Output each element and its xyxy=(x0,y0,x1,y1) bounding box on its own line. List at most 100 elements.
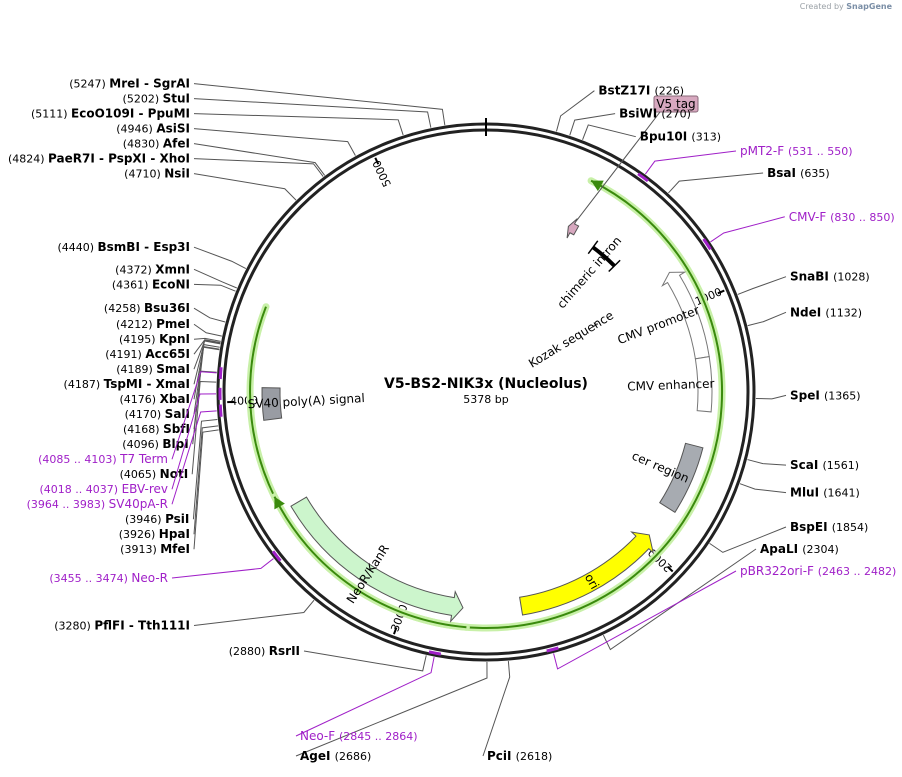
primer-ebv-rev[interactable]: (4018 .. 4037) EBV-rev xyxy=(40,387,222,496)
site-name: PmeI xyxy=(156,317,190,331)
site-kpni[interactable]: (4195) KpnI xyxy=(119,332,221,346)
site-name: BlpI xyxy=(162,437,188,451)
leader-line xyxy=(193,337,221,342)
site-pmei[interactable]: (4212) PmeI xyxy=(116,317,222,337)
primer-binding-mark xyxy=(218,367,223,380)
site-afei[interactable]: (4830) AfeI xyxy=(123,137,326,176)
annotation-label: PciI (2618) xyxy=(487,749,552,763)
site-rsrii[interactable]: (2880) RsrII xyxy=(229,644,427,672)
site-name: EcoNI xyxy=(152,277,190,291)
leader-line xyxy=(193,143,326,176)
leader-line xyxy=(193,340,221,385)
site-position: (4189) xyxy=(116,363,156,376)
site-spei[interactable]: SpeI (1365) xyxy=(755,388,861,402)
feature-kozak-sequence[interactable]: Kozak sequence xyxy=(526,308,616,370)
primer-pmt2-f[interactable]: pMT2-F (531 .. 550) xyxy=(637,144,853,183)
site-name: XmnI xyxy=(155,262,190,276)
site-position: (2618) xyxy=(516,750,553,763)
leader-line xyxy=(747,311,787,327)
site-position: (4170) xyxy=(125,408,165,421)
leader-line xyxy=(193,599,315,626)
site-position: (1028) xyxy=(833,271,870,284)
site-name: SmaI xyxy=(156,362,190,376)
site-apali[interactable]: ApaLI (2304) xyxy=(602,542,839,651)
site-bsiwi[interactable]: BsiWI (270) xyxy=(569,107,691,136)
site-name: MreI - SgrAI xyxy=(109,77,190,91)
site-econi[interactable]: (4361) EcoNI xyxy=(112,277,236,292)
site-name: MfeI xyxy=(160,542,190,556)
site-stui[interactable]: (5202) StuI xyxy=(123,92,432,128)
site-bspei[interactable]: BspEI (1854) xyxy=(709,520,869,553)
annotation-label: ApaLI (2304) xyxy=(760,542,839,556)
primer-neo-r[interactable]: (3455 .. 3474) Neo-R xyxy=(49,550,282,585)
site-bpu10i[interactable]: Bpu10I (313) xyxy=(582,124,721,144)
site-mfei[interactable]: (3913) MfeI xyxy=(120,429,219,556)
primer-name: T7 Term xyxy=(119,452,168,466)
site-bsu36i[interactable]: (4258) Bsu36I xyxy=(104,301,226,323)
site-ndei[interactable]: NdeI (1132) xyxy=(747,305,862,327)
primer-neo-f[interactable]: Neo-F (2845 .. 2864) xyxy=(295,650,442,743)
leader-line xyxy=(553,570,737,670)
feature-v5-tag[interactable]: V5 tag xyxy=(566,95,699,239)
tick-mark xyxy=(717,289,725,295)
site-tspmi-xmai[interactable]: (4187) TspMI - XmaI xyxy=(64,340,221,391)
leader-line xyxy=(737,276,787,295)
site-hpai[interactable]: (3926) HpaI xyxy=(119,425,219,541)
site-xmni[interactable]: (4372) XmnI xyxy=(115,262,238,289)
site-name: AgeI xyxy=(300,749,335,763)
primer-binding-mark xyxy=(428,650,442,656)
site-blpi[interactable]: (4096) BlpI xyxy=(122,370,217,451)
feature-sv40-poly-a-signal[interactable]: SV40 poly(A) signal xyxy=(247,387,365,421)
site-snabi[interactable]: SnaBI (1028) xyxy=(737,270,870,295)
site-xbai[interactable]: (4176) XbaI xyxy=(120,344,220,407)
leader-line xyxy=(482,661,511,757)
site-bsai[interactable]: BsaI (635) xyxy=(668,166,830,194)
primer-cmv-f[interactable]: CMV-F (830 .. 850) xyxy=(702,210,895,251)
site-position: (4176) xyxy=(120,393,160,406)
plasmid-backbone xyxy=(216,118,756,662)
annotation-label: (5247) MreI - SgrAI xyxy=(69,77,190,91)
site-name: SalI xyxy=(165,407,190,421)
site-agei[interactable]: AgeI (2686) xyxy=(295,661,488,763)
tick-label: 5000 xyxy=(370,158,394,189)
site-mrei-sgrai[interactable]: (5247) MreI - SgrAI xyxy=(69,77,446,126)
site-paer7i-pspxi-xhoi[interactable]: (4824) PaeR7I - PspXI - XhoI xyxy=(8,152,324,177)
feature-chimeric-intron[interactable]: chimeric intron xyxy=(554,234,624,312)
site-noti[interactable]: (4065) NotI xyxy=(120,380,217,481)
annotation-label: (4191) Acc65I xyxy=(105,347,190,361)
site-pcii[interactable]: PciI (2618) xyxy=(482,661,552,763)
primer-pbr322ori-f[interactable]: pBR322ori-F (2463 .. 2482) xyxy=(546,564,897,670)
leader-line xyxy=(193,283,236,292)
site-scai[interactable]: ScaI (1561) xyxy=(747,458,859,472)
tick-mark xyxy=(666,565,674,573)
annotation-label: CMV-F (830 .. 850) xyxy=(789,210,895,224)
site-asisi[interactable]: (4946) AsiSI xyxy=(116,122,356,156)
site-psii[interactable]: (3946) PsiI xyxy=(125,419,218,527)
site-acc65i[interactable]: (4191) Acc65I xyxy=(105,339,221,362)
leader-line xyxy=(569,113,616,136)
site-position: (4065) xyxy=(120,468,160,481)
site-sali[interactable]: (4170) SalI xyxy=(125,346,220,422)
feature-cmv-enhancer[interactable]: CMV enhancer xyxy=(627,356,715,413)
site-bsmbi-esp3i[interactable]: (4440) BsmBI - Esp3I xyxy=(57,240,247,269)
site-position: (2880) xyxy=(229,645,269,658)
annotation-label: Bpu10I (313) xyxy=(640,130,721,144)
annotation-label: (5202) StuI xyxy=(123,92,190,106)
annotation-label: (4946) AsiSI xyxy=(116,122,190,136)
primer-sv40pa-r[interactable]: (3964 .. 3983) SV40pA-R xyxy=(27,404,223,512)
intron-cap xyxy=(608,259,621,273)
primer-binding-mark xyxy=(546,646,559,653)
site-pflfi-tth111i[interactable]: (3280) PflFI - Tth111I xyxy=(54,599,315,632)
leader-line xyxy=(755,394,787,400)
primer-t7-term[interactable]: (4085 .. 4103) T7 Term xyxy=(38,367,223,466)
site-nsii[interactable]: (4710) NsiI xyxy=(124,167,297,201)
primer-name: Neo-R xyxy=(131,571,168,585)
site-bstz17i[interactable]: BstZ17I (226) xyxy=(555,84,684,132)
site-mlui[interactable]: MluI (1641) xyxy=(739,483,860,500)
v5-tag-arrow xyxy=(566,218,580,239)
feature-ori[interactable]: ori xyxy=(519,531,655,616)
site-ecoo109i-ppumi[interactable]: (5111) EcoO109I - PpuMI xyxy=(31,107,404,136)
site-position: (3926) xyxy=(119,528,159,541)
site-smai[interactable]: (4189) SmaI xyxy=(116,339,221,376)
